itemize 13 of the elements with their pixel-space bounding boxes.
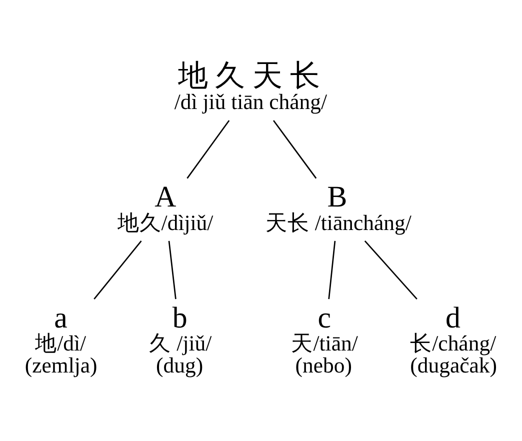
node-text: c 天/tiān/ (nebo) — [291, 301, 358, 378]
connector — [168, 240, 176, 300]
connector — [94, 240, 142, 300]
node-text: b 久 /jiǔ/ (dug) — [149, 301, 212, 378]
node-text: B 天长 /tiāncháng/ — [265, 180, 412, 235]
node-text: 地 久 天 长 /dì jiǔ tiān cháng/ — [174, 59, 328, 114]
connector — [328, 240, 336, 300]
connector — [186, 120, 230, 179]
node-text: d 长/cháng/ (dugačak) — [410, 301, 498, 378]
node-text: A 地久/dìjiǔ/ — [117, 180, 214, 235]
node-text: a 地/dì/ (zemlja) — [24, 301, 98, 378]
connector — [273, 120, 317, 179]
connector — [364, 240, 418, 300]
